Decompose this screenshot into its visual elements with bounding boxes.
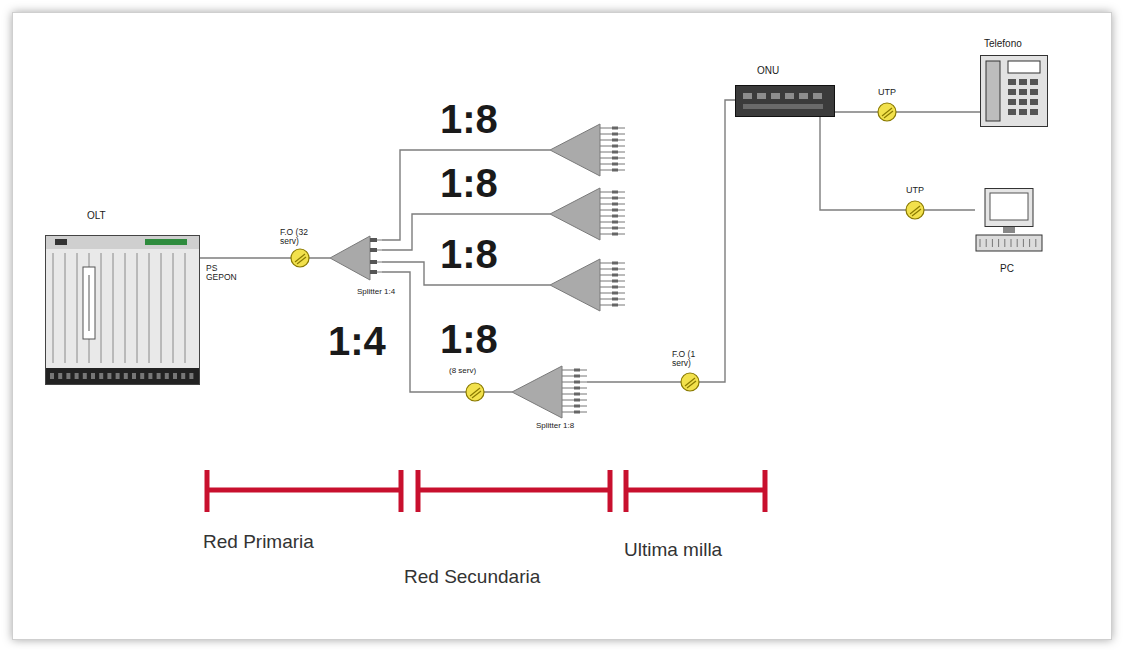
bracket-line: [418, 488, 610, 493]
node-label: OLT: [87, 211, 106, 222]
node-label: PC: [1000, 264, 1014, 275]
splitter-1-4: [330, 236, 382, 280]
coupler-symbol: [878, 103, 896, 121]
bracket-tick: [416, 470, 421, 512]
pc-icon: [976, 189, 1042, 252]
fiber-label: F.O (32 serv): [280, 228, 324, 246]
node-label: Splitter 1:4: [357, 288, 399, 296]
splitter-1-8: 1:8Splitter 1:8: [512, 364, 587, 420]
section-brackets: [205, 470, 765, 512]
node-outline: [330, 232, 382, 284]
ratio-label: 1:8: [440, 233, 498, 275]
bracket-line: [626, 488, 765, 493]
bracket-tick: [205, 470, 210, 512]
olt-chassis: OLT: [45, 235, 200, 385]
ratio-label: 1:4: [328, 320, 386, 362]
node-outline: [45, 235, 200, 385]
fiber-connector: [382, 272, 512, 392]
onu-device: [736, 86, 835, 117]
node-outline: [550, 257, 625, 313]
fiber-connector: [382, 150, 550, 240]
splitter-1-8: [550, 124, 625, 176]
node-outline: [512, 364, 587, 420]
node-label: Telefono: [984, 39, 1022, 50]
node-outline: [550, 186, 625, 242]
splitter-1-4: Splitter 1:41:4: [330, 232, 382, 284]
coupler-symbol: [906, 201, 924, 219]
telephone-icon: [981, 56, 1048, 127]
bracket-line: [205, 488, 401, 493]
ratio-label: 1:8: [440, 318, 498, 360]
fiber-label: F.O (1 serv): [672, 350, 716, 368]
fiber-connector: [587, 100, 735, 382]
bracket-tick: [624, 470, 629, 512]
olt-chassis: [46, 236, 200, 385]
splitter-1-8: 1:8: [550, 122, 625, 178]
node-outline: [980, 55, 1048, 127]
coupler-symbol: [681, 373, 699, 391]
section-label: Red Primaria: [203, 532, 314, 552]
port-label: PS GEPON: [206, 264, 240, 282]
cable-label: UTP: [877, 88, 897, 97]
splitter-1-8: [512, 366, 587, 418]
section-label: Red Secundaria: [404, 567, 540, 587]
node-label: Splitter 1:8: [536, 422, 578, 430]
pc-icon: PC: [975, 188, 1045, 260]
cable-label: UTP: [905, 186, 925, 195]
node-label: ONU: [757, 66, 779, 77]
ratio-label: 1:8: [440, 98, 498, 140]
fiber-couplers: [291, 103, 924, 401]
service-count: (8 serv): [449, 367, 476, 375]
bracket-tick: [608, 470, 613, 512]
node-outline: [735, 85, 835, 117]
bracket-tick: [763, 470, 768, 512]
splitter-1-8: [550, 259, 625, 311]
fiber-connector: [835, 111, 980, 112]
splitter-1-8: 1:8: [550, 257, 625, 313]
bracket-tick: [399, 470, 404, 512]
splitter-1-8: 1:8: [550, 186, 625, 242]
coupler-symbol: [291, 249, 309, 267]
fiber-connector: [200, 257, 330, 258]
fiber-connector: [820, 117, 975, 210]
onu-device: ONU: [735, 85, 835, 117]
node-outline: [975, 188, 1045, 260]
node-outline: [550, 122, 625, 178]
ratio-label: 1:8: [440, 162, 498, 204]
splitter-1-8: [550, 188, 625, 240]
coupler-symbol: [466, 383, 484, 401]
section-label: Ultima milla: [624, 540, 722, 560]
telephone-icon: Telefono: [980, 55, 1048, 127]
